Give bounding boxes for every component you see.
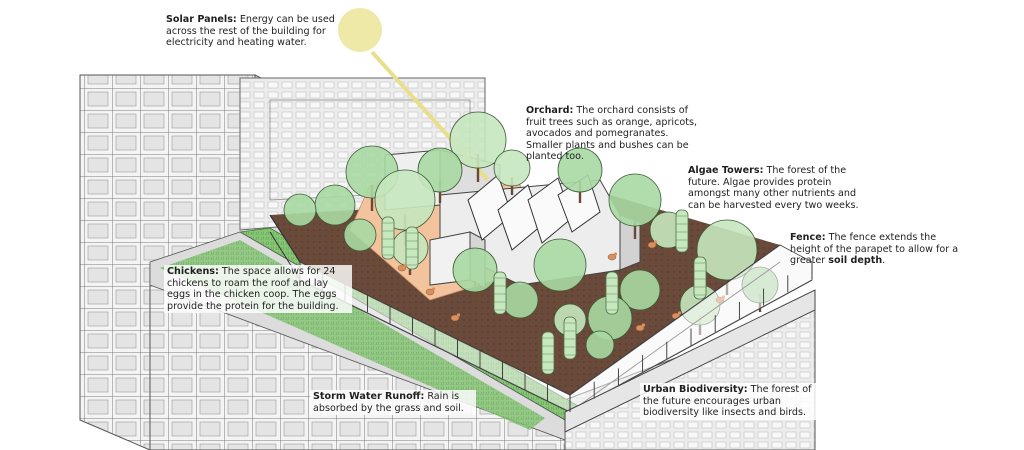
annotation-orchard: Orchard: The orchard consists of fruit t… xyxy=(526,105,701,163)
annotation-algae-towers: Algae Towers: The forest of the future. … xyxy=(688,165,860,211)
annotation-urban-biodiversity: Urban Biodiversity: The forest of the fu… xyxy=(640,383,824,420)
tree xyxy=(452,247,498,303)
chicken xyxy=(425,287,436,296)
chicken xyxy=(397,263,408,272)
storm-text: Rain is absorbed by the grass and soil. xyxy=(313,391,464,414)
algae-tower xyxy=(493,271,507,315)
solar-text: Energy can be used across the rest of th… xyxy=(166,14,335,49)
chicken xyxy=(607,252,618,261)
tree xyxy=(585,330,615,366)
chickens-text: The space allows for 24 chickens to roam… xyxy=(167,266,339,312)
tree xyxy=(417,147,463,203)
chickens-title: Chickens: xyxy=(167,266,219,277)
algae-tower xyxy=(693,256,707,300)
tree xyxy=(608,173,662,239)
tree xyxy=(557,147,603,203)
perimeter-fence xyxy=(269,214,816,433)
algae-tower xyxy=(675,209,689,253)
fence-emphasis: soil depth xyxy=(828,255,883,267)
tree xyxy=(449,111,507,182)
algae-tower xyxy=(563,316,577,360)
algae-tower xyxy=(605,271,619,315)
orchard-text: The orchard consists of fruit trees such… xyxy=(526,105,698,163)
tree xyxy=(283,193,317,234)
algae-tower xyxy=(541,331,555,375)
annotation-chickens: Chickens: The space allows for 24 chicke… xyxy=(164,265,352,314)
fence-tail: . xyxy=(882,255,886,267)
algae-tower xyxy=(405,226,419,270)
solar-title: Solar Panels: xyxy=(166,14,237,25)
algae-title: Algae Towers: xyxy=(688,165,764,176)
tree xyxy=(696,219,758,295)
tree xyxy=(493,149,531,195)
chicken xyxy=(635,323,646,332)
annotation-storm-water: Storm Water Runoff: Rain is absorbed by … xyxy=(310,390,476,416)
algae-tower xyxy=(381,216,395,260)
chicken xyxy=(647,240,658,249)
algae-towers xyxy=(381,209,707,375)
biodiversity-title: Urban Biodiversity: xyxy=(643,384,748,395)
storm-title: Storm Water Runoff: xyxy=(313,391,425,402)
annotation-solar-panels: Solar Panels: Energy can be used across … xyxy=(166,14,336,49)
biodiversity-text: The forest of the future encourages urba… xyxy=(643,384,812,419)
fence-title: Fence: xyxy=(790,232,826,243)
chicken xyxy=(450,313,461,322)
annotation-fence: Fence: The fence extends the height of t… xyxy=(790,232,965,267)
fence-text: The fence extends the height of the para… xyxy=(790,232,959,267)
orchard-title: Orchard: xyxy=(526,105,574,116)
tree xyxy=(619,269,661,320)
tree xyxy=(343,218,377,259)
tree xyxy=(533,238,587,304)
algae-text: The forest of the future. Algae provides… xyxy=(688,165,859,211)
